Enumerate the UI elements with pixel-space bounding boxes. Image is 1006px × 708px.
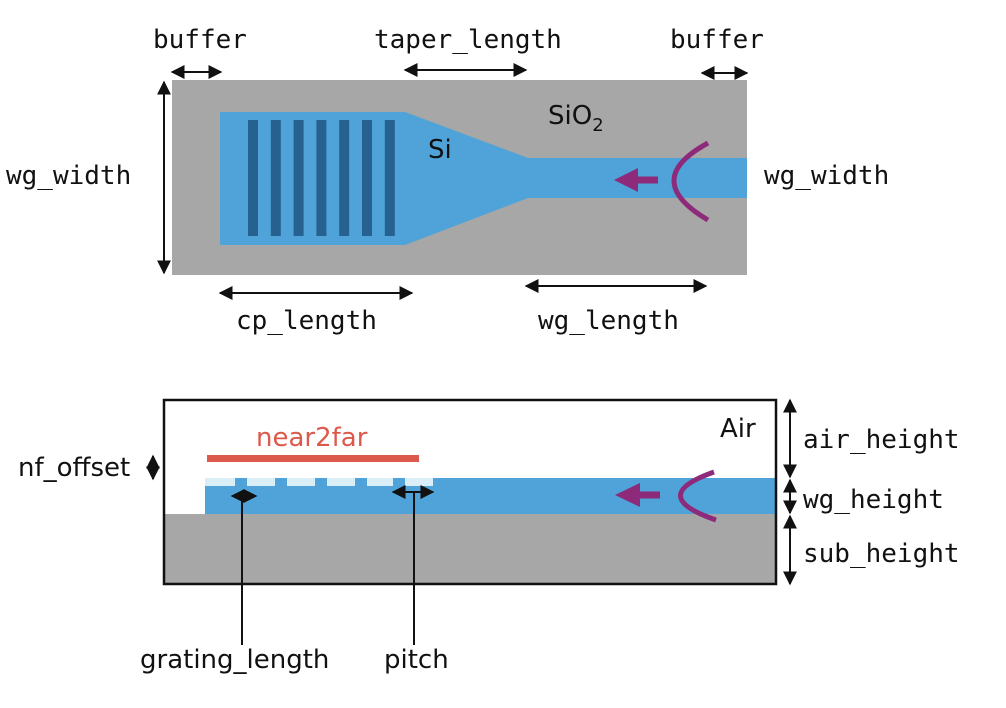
wg-length-label: wg_length (538, 306, 679, 336)
source-side-icon (615, 469, 717, 523)
simulation-box (162, 398, 778, 586)
nf-offset-label: nf_offset (18, 453, 130, 483)
air-label: Air (720, 414, 756, 444)
grating-tooth (362, 120, 372, 236)
grating-tooth (316, 120, 327, 236)
buffer-left-label: buffer (153, 25, 247, 55)
substrate (164, 514, 776, 584)
grating-tooth (270, 120, 281, 236)
sio2-label: SiO2 (548, 101, 604, 136)
sub-height-label: sub_height (803, 539, 960, 569)
si-label: Si (428, 135, 452, 165)
top-view: Si SiO2 buffer taper_length buffer wg_wi… (6, 25, 889, 336)
taper-length-label: taper_length (374, 25, 562, 55)
grating-tooth (339, 120, 350, 236)
wg-width-right-label: wg_width (764, 161, 889, 191)
cp-length-label: cp_length (236, 306, 377, 336)
near2far-label: near2far (256, 423, 368, 453)
source-icon (614, 140, 710, 223)
grating-tooth (384, 120, 395, 236)
near2far-monitor (207, 455, 419, 462)
buffer-right-label: buffer (670, 25, 764, 55)
air-height-label: air_height (803, 425, 960, 455)
grating-gaps (205, 478, 433, 486)
grating-length-label: grating_length (140, 645, 329, 675)
grating-tooth (293, 120, 304, 236)
si-waveguide (220, 112, 747, 245)
grating-tooth (248, 120, 258, 236)
grating-teeth (248, 120, 395, 236)
wg-height-label: wg_height (803, 485, 944, 515)
pitch-label: pitch (384, 645, 449, 675)
wg-width-left-label: wg_width (6, 161, 131, 191)
side-view: near2far Air nf_offset air_height wg_hei… (18, 398, 960, 675)
